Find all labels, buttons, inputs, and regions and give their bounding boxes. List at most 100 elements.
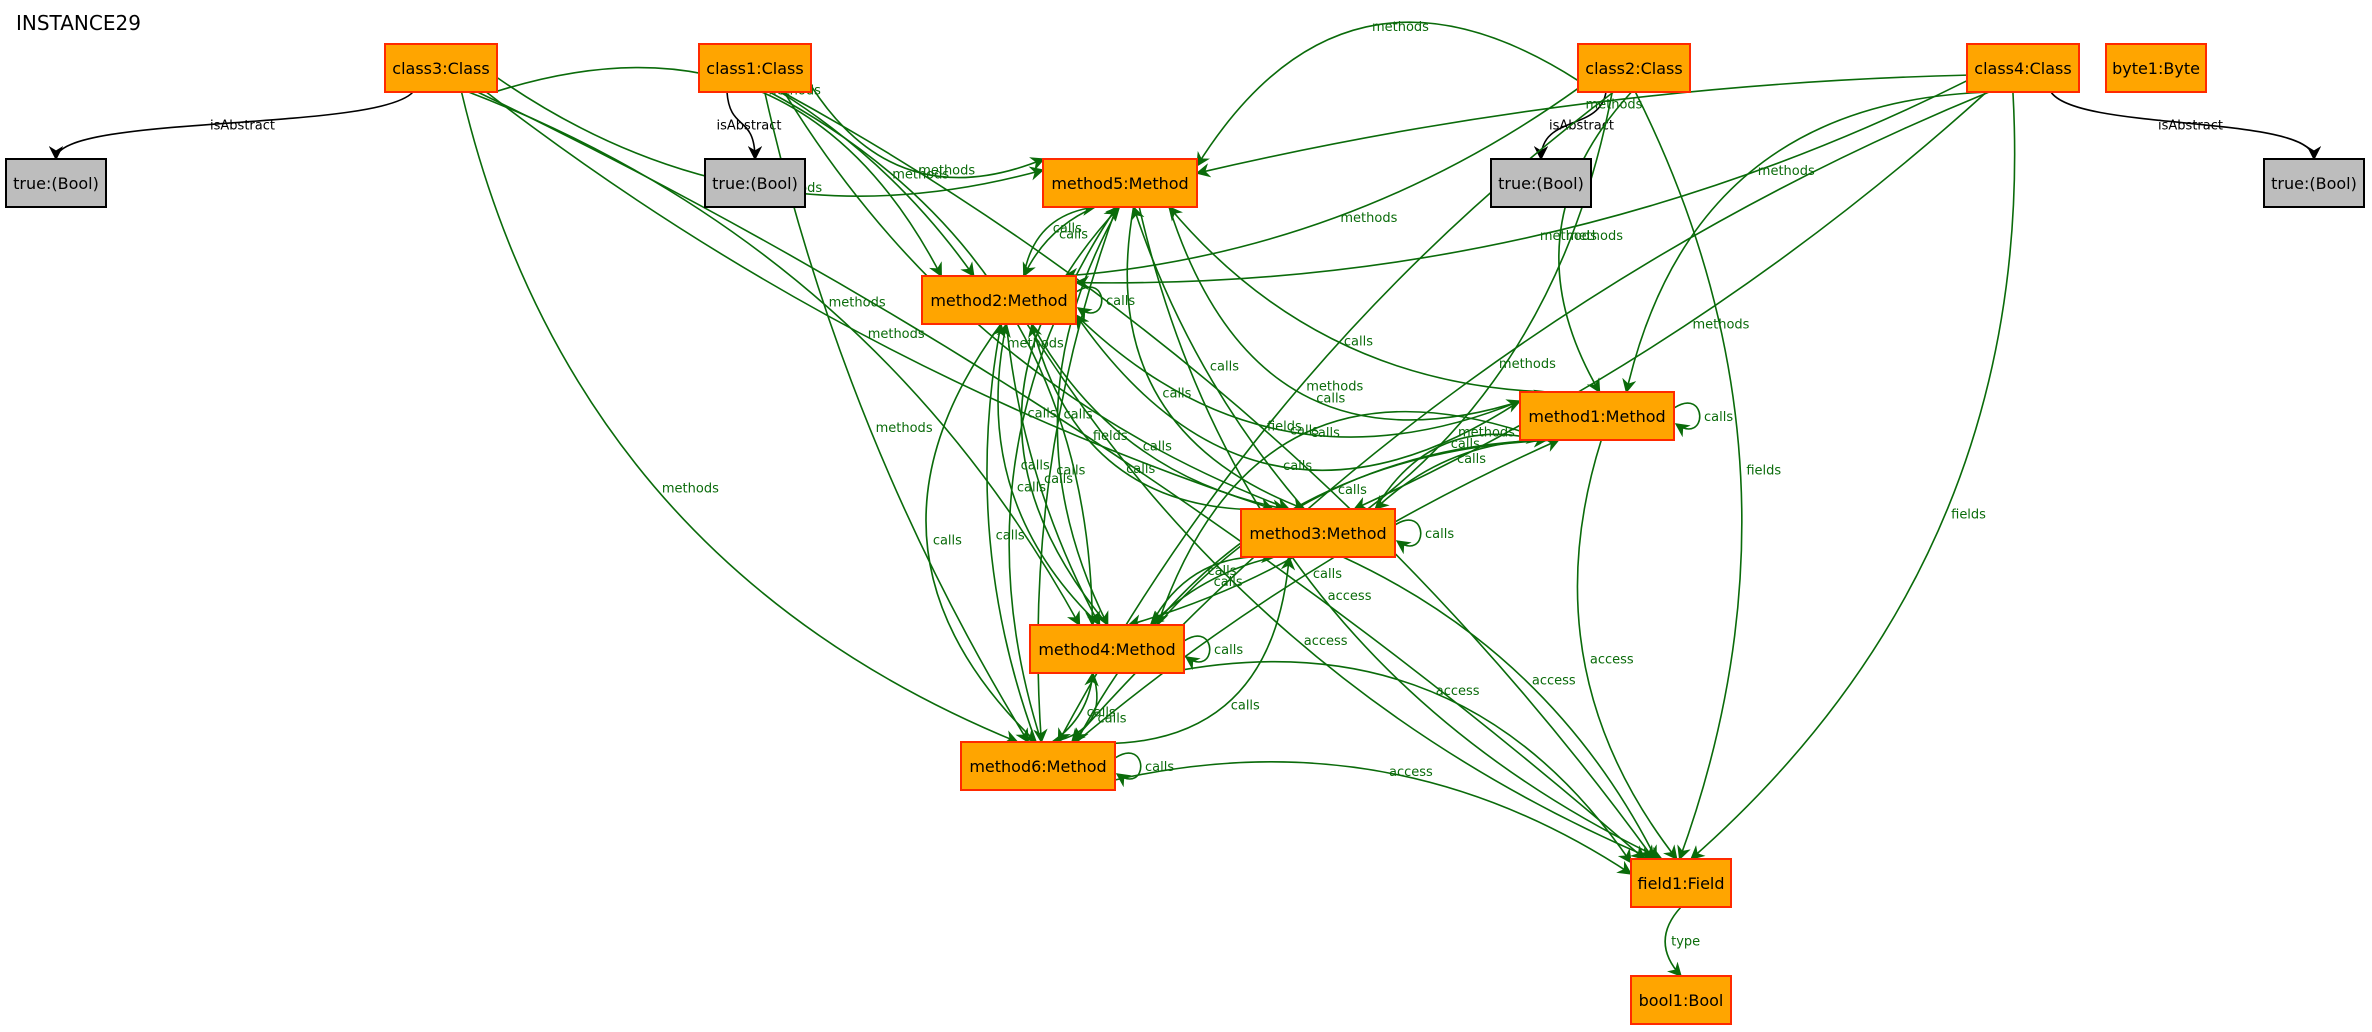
edge-label: calls bbox=[1053, 221, 1082, 236]
edge-method2-method4-calls: calls bbox=[1005, 323, 1101, 627]
edge-line bbox=[485, 91, 1275, 512]
edge-line bbox=[810, 85, 1046, 179]
edge-label: calls bbox=[1145, 760, 1174, 775]
edge-method6-method6-calls: calls bbox=[1114, 752, 1174, 788]
edge-label: calls bbox=[1231, 699, 1260, 714]
edge-method3-method3-calls: calls bbox=[1394, 519, 1454, 555]
node-box[interactable] bbox=[1966, 43, 2080, 93]
edge-label: calls bbox=[1097, 712, 1126, 727]
edge-method2-field1-access: access bbox=[1026, 323, 1655, 861]
node-method1[interactable]: method1:Method bbox=[1519, 391, 1675, 441]
node-label: true:(Bool) bbox=[712, 174, 798, 193]
node-class1[interactable]: class1:Class bbox=[698, 43, 812, 93]
node-box[interactable] bbox=[960, 741, 1116, 791]
edge-class3-method3-methods: methods bbox=[485, 91, 1275, 512]
edge-label: methods bbox=[662, 481, 719, 496]
node-box[interactable] bbox=[1240, 508, 1396, 558]
edge-class2-method1-methods: methods bbox=[1558, 91, 1633, 394]
edge-label: calls bbox=[1143, 439, 1172, 454]
node-method5[interactable]: method5:Method bbox=[1042, 158, 1198, 208]
node-box[interactable] bbox=[384, 43, 498, 93]
edge-label: type bbox=[1671, 935, 1700, 950]
node-label: class3:Class bbox=[392, 59, 489, 78]
node-label: method2:Method bbox=[930, 291, 1067, 310]
node-class4[interactable]: class4:Class bbox=[1966, 43, 2080, 93]
edge-line bbox=[460, 91, 1019, 744]
node-class3[interactable]: class3:Class bbox=[384, 43, 498, 93]
node-method6[interactable]: method6:Method bbox=[960, 741, 1116, 791]
node-method3[interactable]: method3:Method bbox=[1240, 508, 1396, 558]
edge-label: isAbstract bbox=[717, 119, 782, 134]
node-bool1[interactable]: bool1:Bool bbox=[1630, 975, 1732, 1025]
node-true1[interactable]: true:(Bool) bbox=[5, 158, 107, 208]
node-box[interactable] bbox=[1630, 975, 1732, 1025]
edge-class4-method3-methods: methods bbox=[1353, 91, 1988, 511]
node-byte1[interactable]: byte1:Byte bbox=[2105, 43, 2207, 93]
node-box[interactable] bbox=[5, 158, 107, 208]
node-box[interactable] bbox=[1577, 43, 1691, 93]
node-box[interactable] bbox=[704, 158, 806, 208]
edge-line bbox=[1634, 91, 1743, 861]
edge-label: calls bbox=[1106, 294, 1135, 309]
edge-method6-method2-calls: calls bbox=[986, 322, 1037, 743]
edge-method2-method5-calls: calls bbox=[1023, 201, 1097, 277]
edge-line bbox=[1114, 761, 1633, 875]
edge-line bbox=[1689, 91, 2016, 860]
node-box[interactable] bbox=[1042, 158, 1198, 208]
edge-class4-method2-methods: methods bbox=[1074, 79, 1968, 290]
node-box[interactable] bbox=[1029, 624, 1185, 674]
node-field1[interactable]: field1:Field bbox=[1630, 858, 1732, 908]
edge-label: methods bbox=[1585, 97, 1642, 112]
edge-label: isAbstract bbox=[210, 119, 275, 134]
node-box[interactable] bbox=[2263, 158, 2365, 208]
node-true3[interactable]: true:(Bool) bbox=[1490, 158, 1592, 208]
node-box[interactable] bbox=[921, 275, 1077, 325]
edge-method2-method1-calls: calls bbox=[1075, 314, 1522, 439]
edge-label: methods bbox=[1372, 20, 1429, 35]
node-method4[interactable]: method4:Method bbox=[1029, 624, 1185, 674]
node-label: method3:Method bbox=[1249, 524, 1386, 543]
edge-method4-method4-calls: calls bbox=[1183, 635, 1243, 671]
node-class2[interactable]: class2:Class bbox=[1577, 43, 1691, 93]
edge-line bbox=[1149, 556, 1275, 627]
edge-line bbox=[1165, 660, 1632, 864]
edge-class2-method5-methods: methods bbox=[1196, 20, 1579, 167]
node-label: bool1:Bool bbox=[1639, 991, 1724, 1010]
edge-label: methods bbox=[1566, 229, 1623, 244]
node-true2[interactable]: true:(Bool) bbox=[704, 158, 806, 208]
node-label: true:(Bool) bbox=[1498, 174, 1584, 193]
edge-label: calls bbox=[1316, 391, 1345, 406]
node-box[interactable] bbox=[2105, 43, 2207, 93]
node-box[interactable] bbox=[1490, 158, 1592, 208]
node-box[interactable] bbox=[698, 43, 812, 93]
node-label: method4:Method bbox=[1038, 640, 1175, 659]
edge-line bbox=[48, 91, 414, 161]
edge-method5-method3-calls: calls bbox=[1126, 206, 1306, 512]
edge-method3-field1-access: access bbox=[1342, 556, 1657, 861]
node-method2[interactable]: method2:Method bbox=[921, 275, 1077, 325]
edge-line bbox=[783, 91, 1291, 512]
node-box[interactable] bbox=[1630, 858, 1732, 908]
node-box[interactable] bbox=[1519, 391, 1675, 441]
edge-label: calls bbox=[996, 528, 1025, 543]
edge-class4-method1-methods: methods bbox=[1622, 91, 1994, 394]
edge-line bbox=[1183, 635, 1211, 671]
edge-method1-method4-calls: calls bbox=[1154, 410, 1547, 627]
edge-label: methods bbox=[1306, 379, 1363, 394]
edge-line bbox=[1075, 286, 1103, 322]
edge-line bbox=[1374, 429, 1542, 510]
edge-label: calls bbox=[1056, 463, 1085, 478]
edge-class2-field1-fields: fields bbox=[1634, 91, 1781, 861]
edge-line bbox=[1028, 322, 1286, 511]
edge-label: methods bbox=[1758, 164, 1815, 179]
edge-class4-true4-isAbstract: isAbstract bbox=[2050, 91, 2322, 161]
edge-line bbox=[1075, 314, 1522, 438]
nodes-layer: class3:Class class1:Class class2:Class clas… bbox=[5, 43, 2365, 1025]
node-true4[interactable]: true:(Bool) bbox=[2263, 158, 2365, 208]
edge-method4-method5-calls: calls bbox=[1020, 205, 1121, 626]
edge-line bbox=[1126, 206, 1306, 512]
edge-label: calls bbox=[933, 534, 962, 549]
edge-label: access bbox=[1590, 652, 1634, 667]
edge-line bbox=[1168, 206, 1550, 421]
edge-line bbox=[1154, 410, 1547, 627]
